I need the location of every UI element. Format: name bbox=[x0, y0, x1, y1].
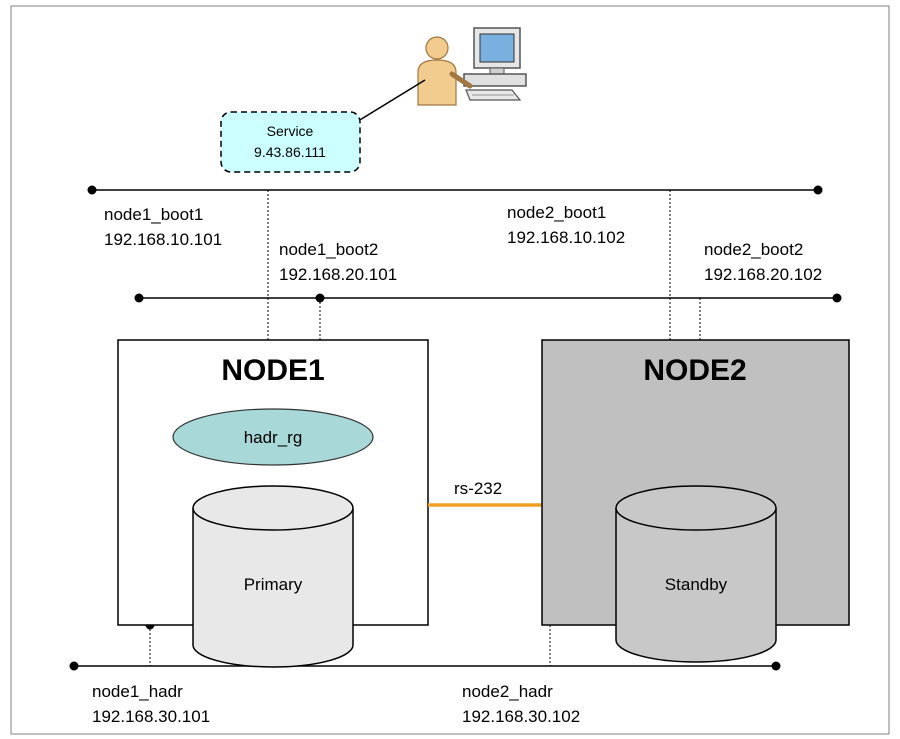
node2-boot2-name: node2_boot2 bbox=[704, 240, 803, 259]
node2-boot2-ip: 192.168.20.102 bbox=[704, 265, 822, 284]
network-boot2-end-right bbox=[832, 293, 842, 303]
node1-boot2-name: node1_boot2 bbox=[279, 240, 378, 259]
service-ip: 9.43.86.111 bbox=[254, 144, 326, 160]
node2-hadr-name: node2_hadr bbox=[462, 682, 553, 701]
resource-group-label: hadr_rg bbox=[244, 428, 303, 447]
node2-boot1-ip: 192.168.10.102 bbox=[507, 228, 625, 247]
network-boot1-end-left bbox=[87, 185, 97, 195]
node2-title: NODE2 bbox=[643, 354, 746, 387]
standby-database-label: Standby bbox=[665, 575, 728, 594]
network-hadr-end-right bbox=[771, 661, 781, 671]
adapter-connectors bbox=[149, 190, 701, 666]
user-workstation-icon bbox=[417, 27, 527, 106]
node1-boot1-ip: 192.168.10.101 bbox=[104, 230, 222, 249]
node1-boot1-name: node1_boot1 bbox=[104, 205, 203, 224]
network-boot2-end-left bbox=[134, 293, 144, 303]
service-label: Service bbox=[267, 123, 314, 139]
node1-boot2-ip: 192.168.20.101 bbox=[279, 265, 397, 284]
network-boot1-end-right bbox=[813, 185, 823, 195]
user-to-service-arrow bbox=[349, 79, 426, 127]
standby-database-icon bbox=[615, 485, 777, 663]
service-box bbox=[220, 111, 361, 173]
node1-hadr-name: node1_hadr bbox=[92, 682, 183, 701]
resource-group-ellipse bbox=[172, 408, 374, 466]
serial-link-label: rs-232 bbox=[454, 479, 502, 498]
node1-title: NODE1 bbox=[221, 354, 324, 387]
node2-boot1-name: node2_boot1 bbox=[507, 203, 606, 222]
node1-hadr-ip: 192.168.30.101 bbox=[92, 707, 210, 726]
primary-database-label: Primary bbox=[244, 575, 303, 594]
primary-database-icon bbox=[192, 485, 354, 668]
node1-box: NODE1 hadr_rg Primary bbox=[117, 339, 429, 668]
node2-hadr-ip: 192.168.30.102 bbox=[462, 707, 580, 726]
node2-box: NODE2 Standby bbox=[541, 339, 850, 663]
network-hadr-end-left bbox=[69, 661, 79, 671]
